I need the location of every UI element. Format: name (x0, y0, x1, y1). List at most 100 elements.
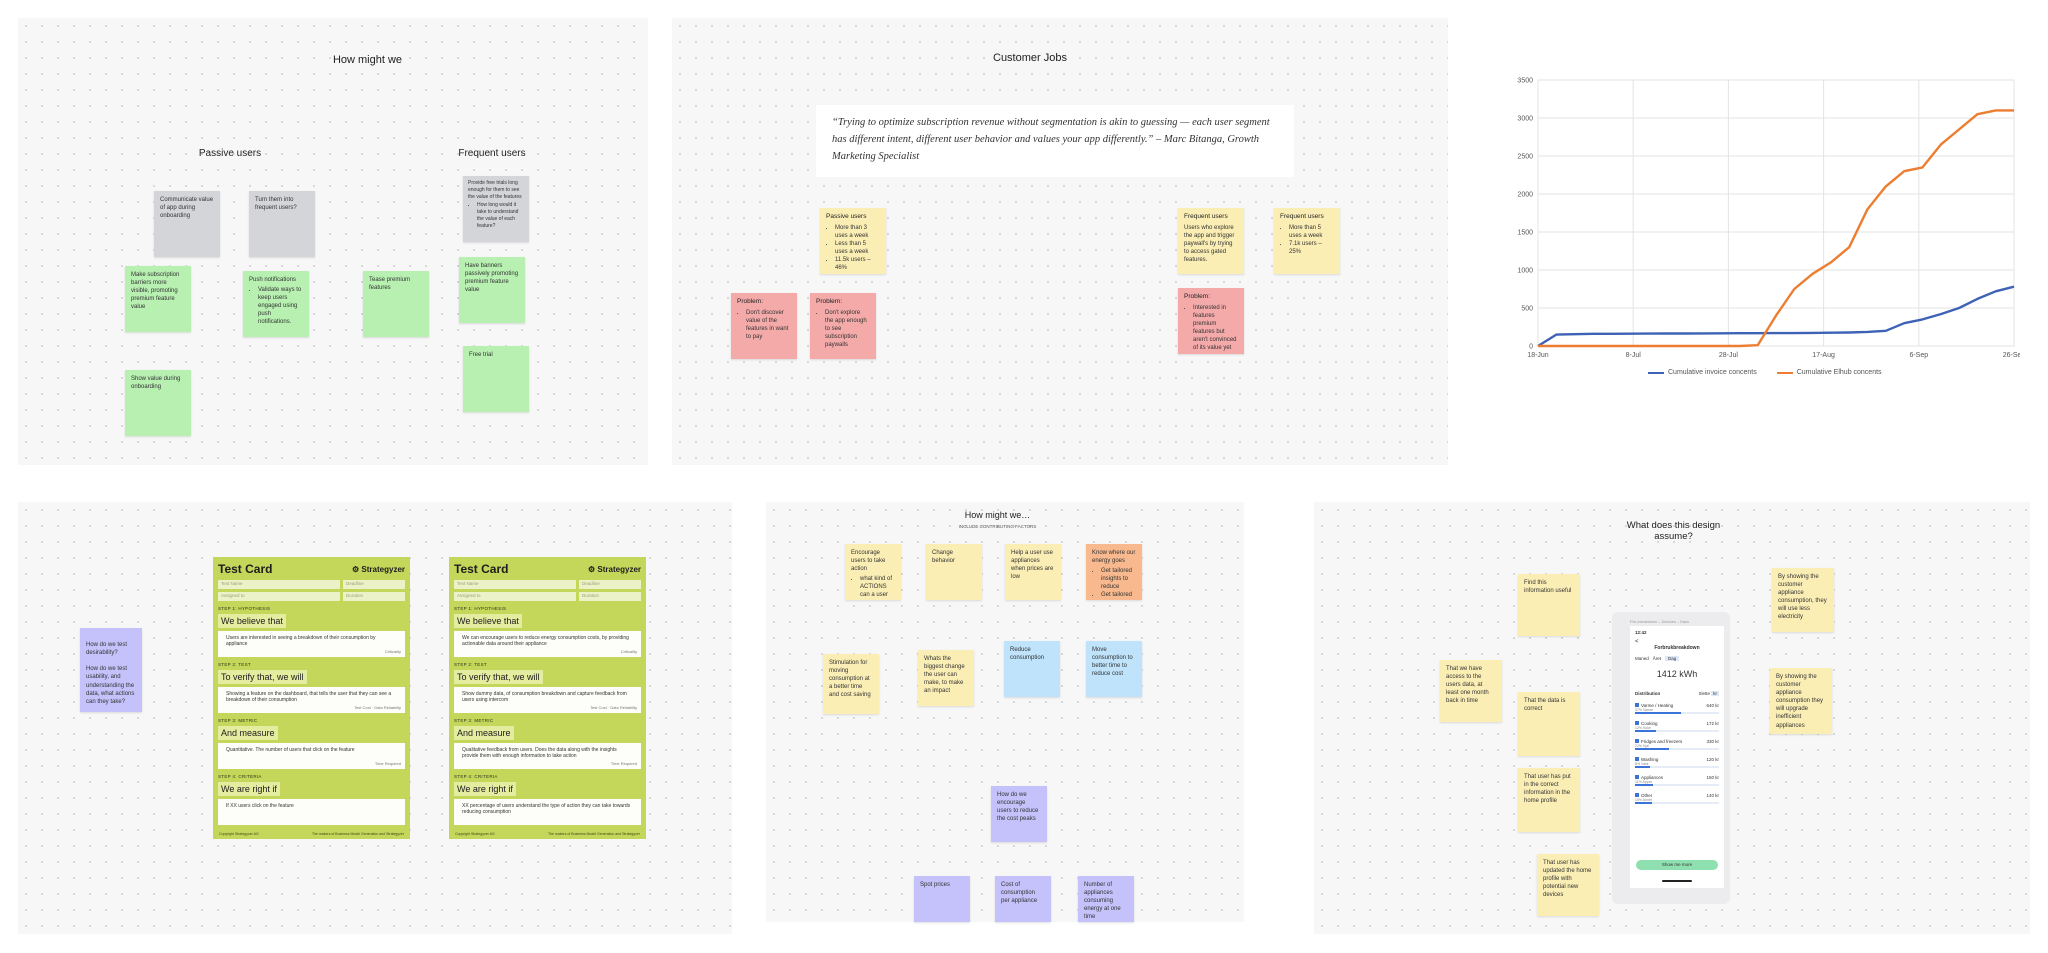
deadline-field[interactable]: Deadline (343, 580, 405, 589)
sticky-text: Tease premium features (369, 277, 411, 292)
hmw-board[interactable] (18, 18, 648, 465)
hypothesis-box[interactable]: Users are interested in seeing a breakdo… (218, 631, 405, 657)
sticky-bullet: Don't discover value of the features in … (746, 309, 791, 341)
tab-year[interactable]: Året (1652, 656, 1662, 661)
deadline-field[interactable]: Deadline (579, 580, 641, 589)
sticky-note[interactable]: Encourage users to take action what kind… (845, 544, 901, 600)
invoice-series-line (1537, 285, 2015, 348)
show-more-button[interactable]: Show me more (1636, 860, 1718, 870)
sticky-note[interactable]: Frequent users Users who explore the app… (1178, 208, 1244, 274)
metric-text: Qualitative feedback from users. Does th… (462, 747, 617, 759)
sticky-note[interactable]: Stimulation for moving consumption at a … (823, 654, 879, 714)
duration-field[interactable]: Duration (343, 592, 405, 601)
sticky-text: How do we test desirability? How do we t… (86, 642, 135, 705)
appliance-name: Fridges and freezers (1641, 739, 1683, 744)
sticky-text: Spot prices (920, 882, 951, 888)
sticky-note[interactable]: Change behavior (926, 544, 982, 600)
assigned-to-field[interactable]: Assigned to (218, 592, 340, 601)
time-required-label: Time Required (374, 761, 401, 766)
footer-text: The makers of Business Model Generation … (311, 832, 404, 836)
toggle-kr[interactable]: kr (1711, 691, 1719, 696)
sticky-note[interactable]: Have banners passively promoting premium… (459, 257, 525, 323)
test-box[interactable]: Showing a feature on the dashboard, that… (218, 687, 405, 713)
sticky-note[interactable]: Find this information useful (1518, 574, 1580, 636)
test-card[interactable]: Test Card ⚙ Strategyzer Test Name Deadli… (213, 557, 410, 839)
sticky-title: Frequent users (1184, 213, 1228, 220)
metric-box[interactable]: Quantitative. The number of users that c… (218, 743, 405, 769)
y-tick-label: 3500 (1517, 78, 1533, 85)
sticky-note[interactable]: By showing the customer appliance consum… (1770, 668, 1832, 734)
sticky-note[interactable]: Cost of consumption per appliance (995, 876, 1051, 922)
sticky-note[interactable]: Push notifications Validate ways to keep… (243, 271, 309, 337)
tab-day[interactable]: Dag (1665, 656, 1680, 661)
sticky-note[interactable]: Tease premium features (363, 271, 429, 337)
sticky-note[interactable]: Problem: Don't explore the app enough to… (810, 293, 876, 359)
criteria-box[interactable]: XX percentage of users understand the ty… (454, 799, 641, 825)
sticky-note[interactable]: Problem: Interested in features premium … (1178, 288, 1244, 354)
sticky-note[interactable]: How do we encourage users to reduce the … (991, 786, 1047, 842)
sticky-note[interactable]: That the data is correct (1518, 692, 1580, 756)
phone-screen[interactable]: 12:42 < Forbrukbreakdown Maned Året Dag … (1630, 626, 1724, 888)
appliance-icon (1635, 757, 1639, 761)
sticky-note[interactable]: Problem: Don't discover value of the fea… (731, 293, 797, 359)
test-name-field[interactable]: Test Name (454, 580, 576, 589)
test-card-title: Test Card (454, 562, 509, 576)
sticky-note[interactable]: Number of appliances consuming energy at… (1078, 876, 1134, 922)
duration-field[interactable]: Duration (579, 592, 641, 601)
appliance-percent: 11% Appar (1635, 780, 1652, 784)
appliance-value: 172 kr (1706, 721, 1719, 726)
appliance-icon (1635, 739, 1639, 743)
cost-reliability-labels: Test Cost · Data Reliability (590, 705, 637, 710)
sticky-note[interactable]: Provide free trials long enough for them… (463, 176, 529, 242)
sticky-note[interactable]: Whats the biggest change the user can ma… (918, 650, 974, 706)
toggle-delete[interactable]: Slette (1698, 691, 1710, 696)
appliance-value: 330 kr (1706, 739, 1719, 744)
sticky-note[interactable]: Make subscription barriers more visible,… (125, 266, 191, 332)
sticky-note[interactable]: Turn them into frequent users? (249, 191, 315, 257)
measure-label: And measure (218, 726, 278, 740)
test-box[interactable]: Show dummy data, of consumption breakdow… (454, 687, 641, 713)
legend-swatch-invoice (1648, 371, 1664, 374)
sticky-note[interactable]: By showing the customer appliance consum… (1772, 568, 1834, 632)
sticky-note[interactable]: Help a user use appliances when prices a… (1005, 544, 1061, 600)
appliance-name: Appliances (1641, 775, 1664, 780)
sticky-note[interactable]: Spot prices (914, 876, 970, 922)
tab-month[interactable]: Maned (1635, 656, 1649, 661)
sticky-text: Free trial (469, 352, 493, 358)
criteria-text: If XX users click on the feature (226, 803, 294, 809)
criteria-box[interactable]: If XX users click on the feature (218, 799, 405, 825)
x-tick-label: 18-Jun (1527, 352, 1549, 359)
sticky-text: Users who explore the app and trigger pa… (1184, 224, 1235, 264)
sticky-note[interactable]: Reduce consumption (1004, 641, 1060, 697)
sticky-note[interactable]: Show value during onboarding (125, 370, 191, 436)
sticky-note[interactable]: That user has put in the correct informa… (1518, 768, 1580, 832)
sticky-note[interactable]: That we have access to the users data, a… (1440, 660, 1502, 722)
sticky-text: Communicate value of app during onboardi… (160, 197, 214, 220)
sticky-bullet: Don't explore the app enough to see subs… (825, 309, 870, 349)
sticky-note[interactable]: Move consumption to better time to reduc… (1086, 641, 1142, 697)
sticky-title: Frequent users (1280, 213, 1324, 220)
back-icon[interactable]: < (1635, 639, 1639, 645)
sticky-note[interactable]: Passive users More than 3 uses a week Le… (820, 208, 886, 274)
believe-label: We believe that (454, 614, 522, 628)
strategyzer-logo: ⚙ Strategyzer (352, 564, 405, 574)
hypothesis-box[interactable]: We can encourage users to reduce energy … (454, 631, 641, 657)
test-card-title: Test Card (218, 562, 273, 576)
sticky-note[interactable]: That user has updated the home profile w… (1537, 854, 1599, 916)
sticky-note[interactable]: How do we test desirability? How do we t… (80, 628, 142, 712)
sticky-note[interactable]: Free trial (463, 346, 529, 412)
test-card[interactable]: Test Card ⚙ Strategyzer Test Name Deadli… (449, 557, 646, 839)
footer-text: The makers of Business Model Generation … (547, 832, 640, 836)
assigned-to-field[interactable]: Assigned to (454, 592, 576, 601)
sticky-note[interactable]: Frequent users More than 5 uses a week 7… (1274, 208, 1340, 274)
test-name-field[interactable]: Test Name (218, 580, 340, 589)
sticky-note[interactable]: Know where our energy goes Get tailored … (1086, 544, 1142, 600)
sticky-note[interactable]: Communicate value of app during onboardi… (154, 191, 220, 257)
metric-box[interactable]: Qualitative feedback from users. Does th… (454, 743, 641, 769)
